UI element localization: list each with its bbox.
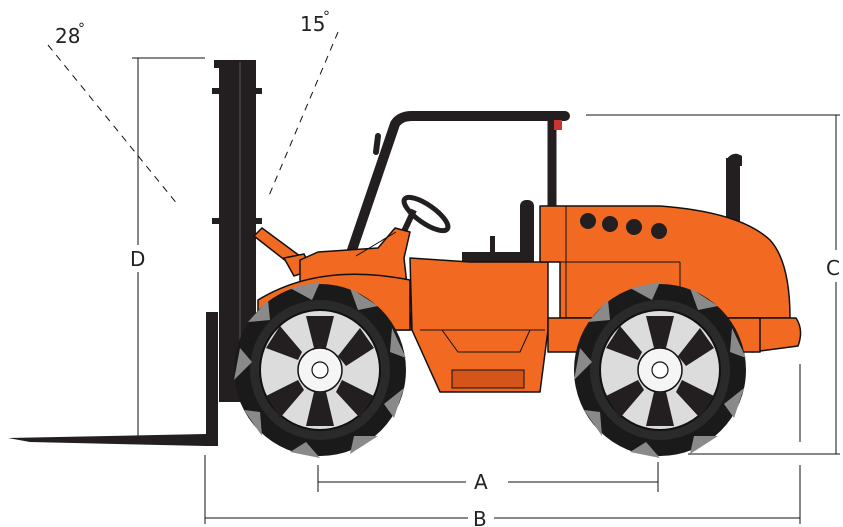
dimension-a-label: A — [474, 470, 488, 494]
dimension-d-label: D — [130, 247, 145, 271]
tilt-forward-angle-label: 15 — [300, 12, 325, 36]
exhaust-stack — [726, 153, 742, 223]
tilt-angle-lines — [47, 31, 339, 206]
rops-canopy — [345, 111, 570, 261]
dimension-lines — [132, 57, 840, 524]
front-wheel — [233, 282, 407, 458]
tilt-back-angle-label: 28 — [55, 24, 80, 48]
forks — [8, 312, 218, 446]
tilt-forward-degree-symbol: ° — [323, 9, 330, 25]
rear-wheel — [573, 282, 747, 458]
dimension-c-label: C — [826, 256, 840, 280]
tilt-back-degree-symbol: ° — [78, 21, 85, 37]
engine-vents — [580, 213, 667, 239]
body-panel-lines — [355, 206, 681, 389]
dimension-b-label: B — [473, 507, 487, 527]
